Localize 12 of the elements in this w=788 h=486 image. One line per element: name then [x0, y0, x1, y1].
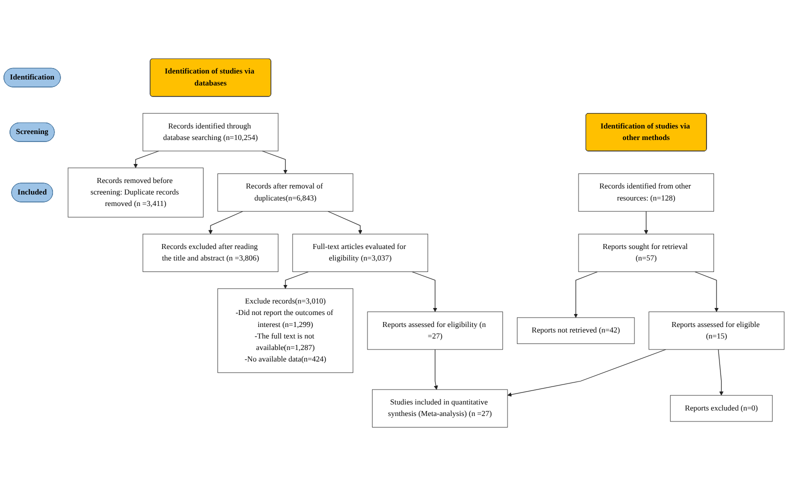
- arrow: [644, 211, 648, 234]
- arrow: [328, 211, 362, 234]
- arrow: [574, 271, 598, 318]
- arrow: [434, 349, 438, 390]
- arrow: [134, 150, 160, 168]
- arrow: [208, 211, 244, 234]
- arrow: [283, 271, 309, 289]
- arrow: [262, 150, 288, 174]
- arrow: [507, 349, 666, 397]
- arrow: [412, 271, 438, 312]
- arrow: [694, 271, 719, 312]
- arrow: [718, 349, 724, 396]
